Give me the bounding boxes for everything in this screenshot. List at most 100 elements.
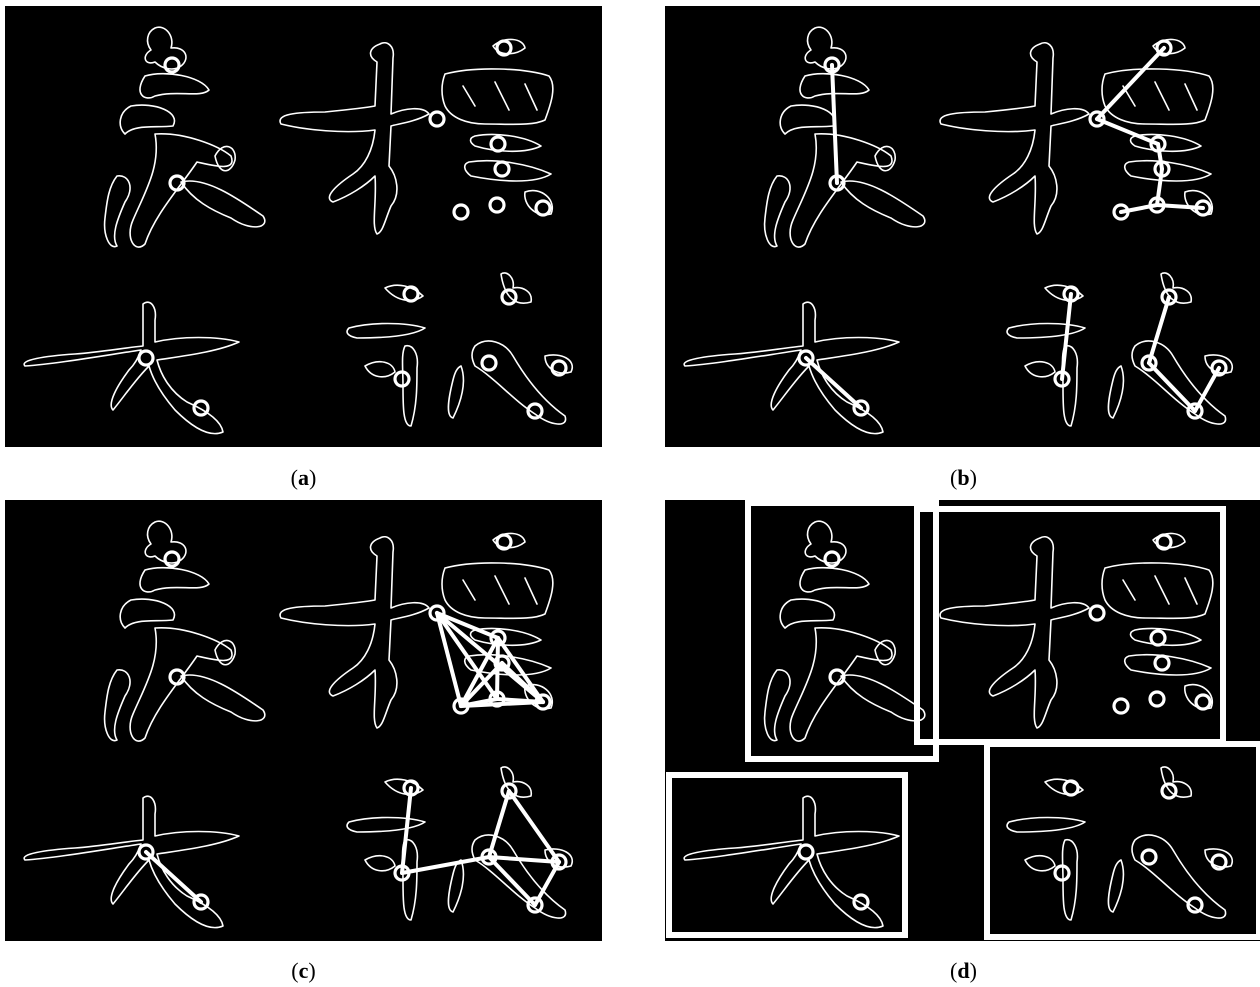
a-biao-stroke-0 [280,43,429,234]
caption-a-label: a [298,465,309,490]
b-edge-7 [806,358,861,408]
b-glyphs [684,27,1232,433]
c-edge-18 [489,857,535,905]
a-hua-stroke-7 [365,362,395,377]
a-hua-keypoint-2 [482,356,496,370]
a-hua-keypoint-0 [404,287,418,301]
b-biao-stroke-2 [1123,82,1197,110]
c-edge-14 [402,857,489,873]
d-biao-keypoint-5 [1150,692,1164,706]
d-hua-stroke-6 [1108,860,1123,912]
c-biao-stroke-2 [463,576,537,604]
a-xiang-keypoint-0 [165,58,179,72]
a-biao-keypoint-3 [495,162,509,176]
c-biao-stroke-1 [442,563,553,618]
c-edge-8 [502,663,543,702]
c-edge-19 [535,862,559,905]
a-da-keypoint-0 [139,351,153,365]
b-xiang-stroke-2 [780,105,834,134]
d-biao-stroke-1 [1102,563,1213,618]
caption-a: (a) [5,465,602,491]
c-xiang-stroke-4 [181,675,265,721]
a-da-keypoint-1 [194,401,208,415]
a-biao-keypoint-2 [491,137,505,151]
a-biao-keypoint-5 [490,198,504,212]
a-hua-stroke-4 [472,341,566,424]
a-hua-stroke-2 [347,324,425,339]
b-hua-stroke-6 [1108,366,1123,418]
caption-b-label: b [957,465,969,490]
b-edge-3 [1158,144,1162,169]
d-hua-stroke-4 [1132,835,1226,918]
d-da-keypoint-0 [799,845,813,859]
d-xiang-stroke-1 [800,568,869,592]
d-biao-stroke-0 [940,537,1089,728]
c-edge-12 [146,852,201,902]
a-hua-stroke-5 [545,355,572,373]
d-biao-keypoint-2 [1151,631,1165,645]
a-hua-stroke-6 [448,366,463,418]
c-xiang-stroke-1 [140,568,209,592]
d-xiang-stroke-4 [841,675,925,721]
a-biao-stroke-2 [463,82,537,110]
c-glyphs [24,521,572,927]
b-edge-8 [1062,294,1071,379]
caption-c: (c) [5,958,602,984]
b-edge-9 [1149,297,1169,363]
d-bounding-box-1 [917,509,1223,742]
d-xiang-keypoint-0 [825,552,839,566]
c-xiang-stroke-5 [105,670,130,741]
c-hua-stroke-7 [365,856,395,871]
caption-c-label: c [299,958,309,983]
d-hua-stroke-2 [1007,818,1085,833]
b-biao-stroke-0 [940,43,1089,234]
a-biao-keypoint-0 [430,112,444,126]
a-xiang-stroke-1 [140,74,209,98]
b-edge-1 [1097,48,1164,119]
a-xiang-stroke-2 [120,105,174,134]
panel-c [5,500,602,941]
d-biao-keypoint-3 [1155,656,1169,670]
c-edge-13 [402,788,411,873]
c-edge-17 [489,857,559,862]
d-biao-keypoint-0 [1090,606,1104,620]
a-biao-keypoint-6 [536,201,550,215]
panel-a [5,6,602,447]
panel-b [665,6,1260,447]
caption-d: (d) [665,958,1260,984]
d-bounding-box-2 [669,775,905,935]
panel-b-canvas [665,6,1260,447]
b-edge-0 [832,65,837,183]
c-xiang-stroke-2 [120,599,174,628]
d-hua-stroke-7 [1025,856,1055,871]
b-edge-2 [1097,119,1158,144]
panel-d [665,500,1260,941]
b-edge-11 [1195,368,1219,411]
b-edge-10 [1149,363,1195,411]
a-xiang-stroke-5 [105,176,130,247]
panel-c-canvas [5,500,602,941]
b-hua-stroke-7 [1025,362,1055,377]
caption-d-label: d [957,958,969,983]
caption-b: (b) [665,465,1260,491]
c-xiang-keypoint-0 [165,552,179,566]
c-edge-16 [509,791,559,862]
b-xiang-stroke-4 [841,181,925,227]
c-hua-stroke-2 [347,818,425,833]
b-xiang-stroke-5 [765,176,790,247]
a-biao-stroke-1 [442,69,553,124]
d-glyphs [669,503,1259,937]
c-edge-15 [489,791,509,857]
a-glyphs [24,27,572,433]
d-hua-keypoint-0 [1064,781,1078,795]
d-xiang-stroke-5 [765,670,790,741]
d-xiang-stroke-2 [780,599,834,628]
d-biao-keypoint-4 [1114,699,1128,713]
d-hua-keypoint-2 [1142,850,1156,864]
d-da-keypoint-1 [854,895,868,909]
a-biao-keypoint-4 [454,205,468,219]
b-hua-stroke-2 [1007,324,1085,339]
c-biao-stroke-0 [280,537,429,728]
panel-a-canvas [5,6,602,447]
d-hua-stroke-5 [1205,849,1232,867]
